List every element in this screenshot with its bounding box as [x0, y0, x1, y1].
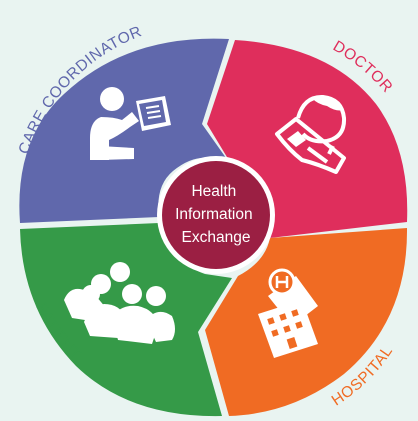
segment-care-coordinator [19, 38, 236, 223]
doctor-icon [275, 94, 347, 174]
hub-line-1: Health [191, 183, 236, 200]
hub-title: Health Information Exchange [175, 183, 257, 246]
hub-line-2: Information [175, 206, 253, 223]
hospital-building-icon [258, 268, 318, 358]
hub-line-3: Exchange [182, 229, 251, 246]
hub: Health Information Exchange [157, 156, 275, 274]
patients-group-icon [64, 262, 175, 344]
segment-care-coordinator-wedge [19, 38, 236, 223]
hub-circle [162, 161, 270, 269]
person-reading-icon [90, 87, 171, 160]
